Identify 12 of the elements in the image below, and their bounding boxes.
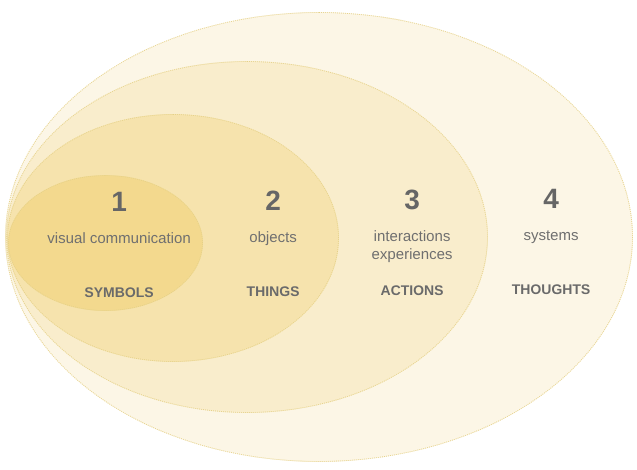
step-number: 4	[542, 183, 560, 215]
description-text: visual communication	[46, 230, 192, 248]
step-number: 1	[110, 186, 128, 218]
description-text: interactions experiences	[370, 228, 454, 264]
category-label: SYMBOLS	[83, 283, 155, 301]
step-number: 3	[403, 184, 421, 216]
category-label: ACTIONS	[380, 281, 444, 299]
category-label: THINGS	[246, 282, 300, 300]
step-number: 2	[264, 185, 282, 217]
description-text: objects	[248, 229, 298, 247]
category-label: THOUGHTS	[510, 280, 592, 298]
description-text: systems	[522, 227, 580, 245]
